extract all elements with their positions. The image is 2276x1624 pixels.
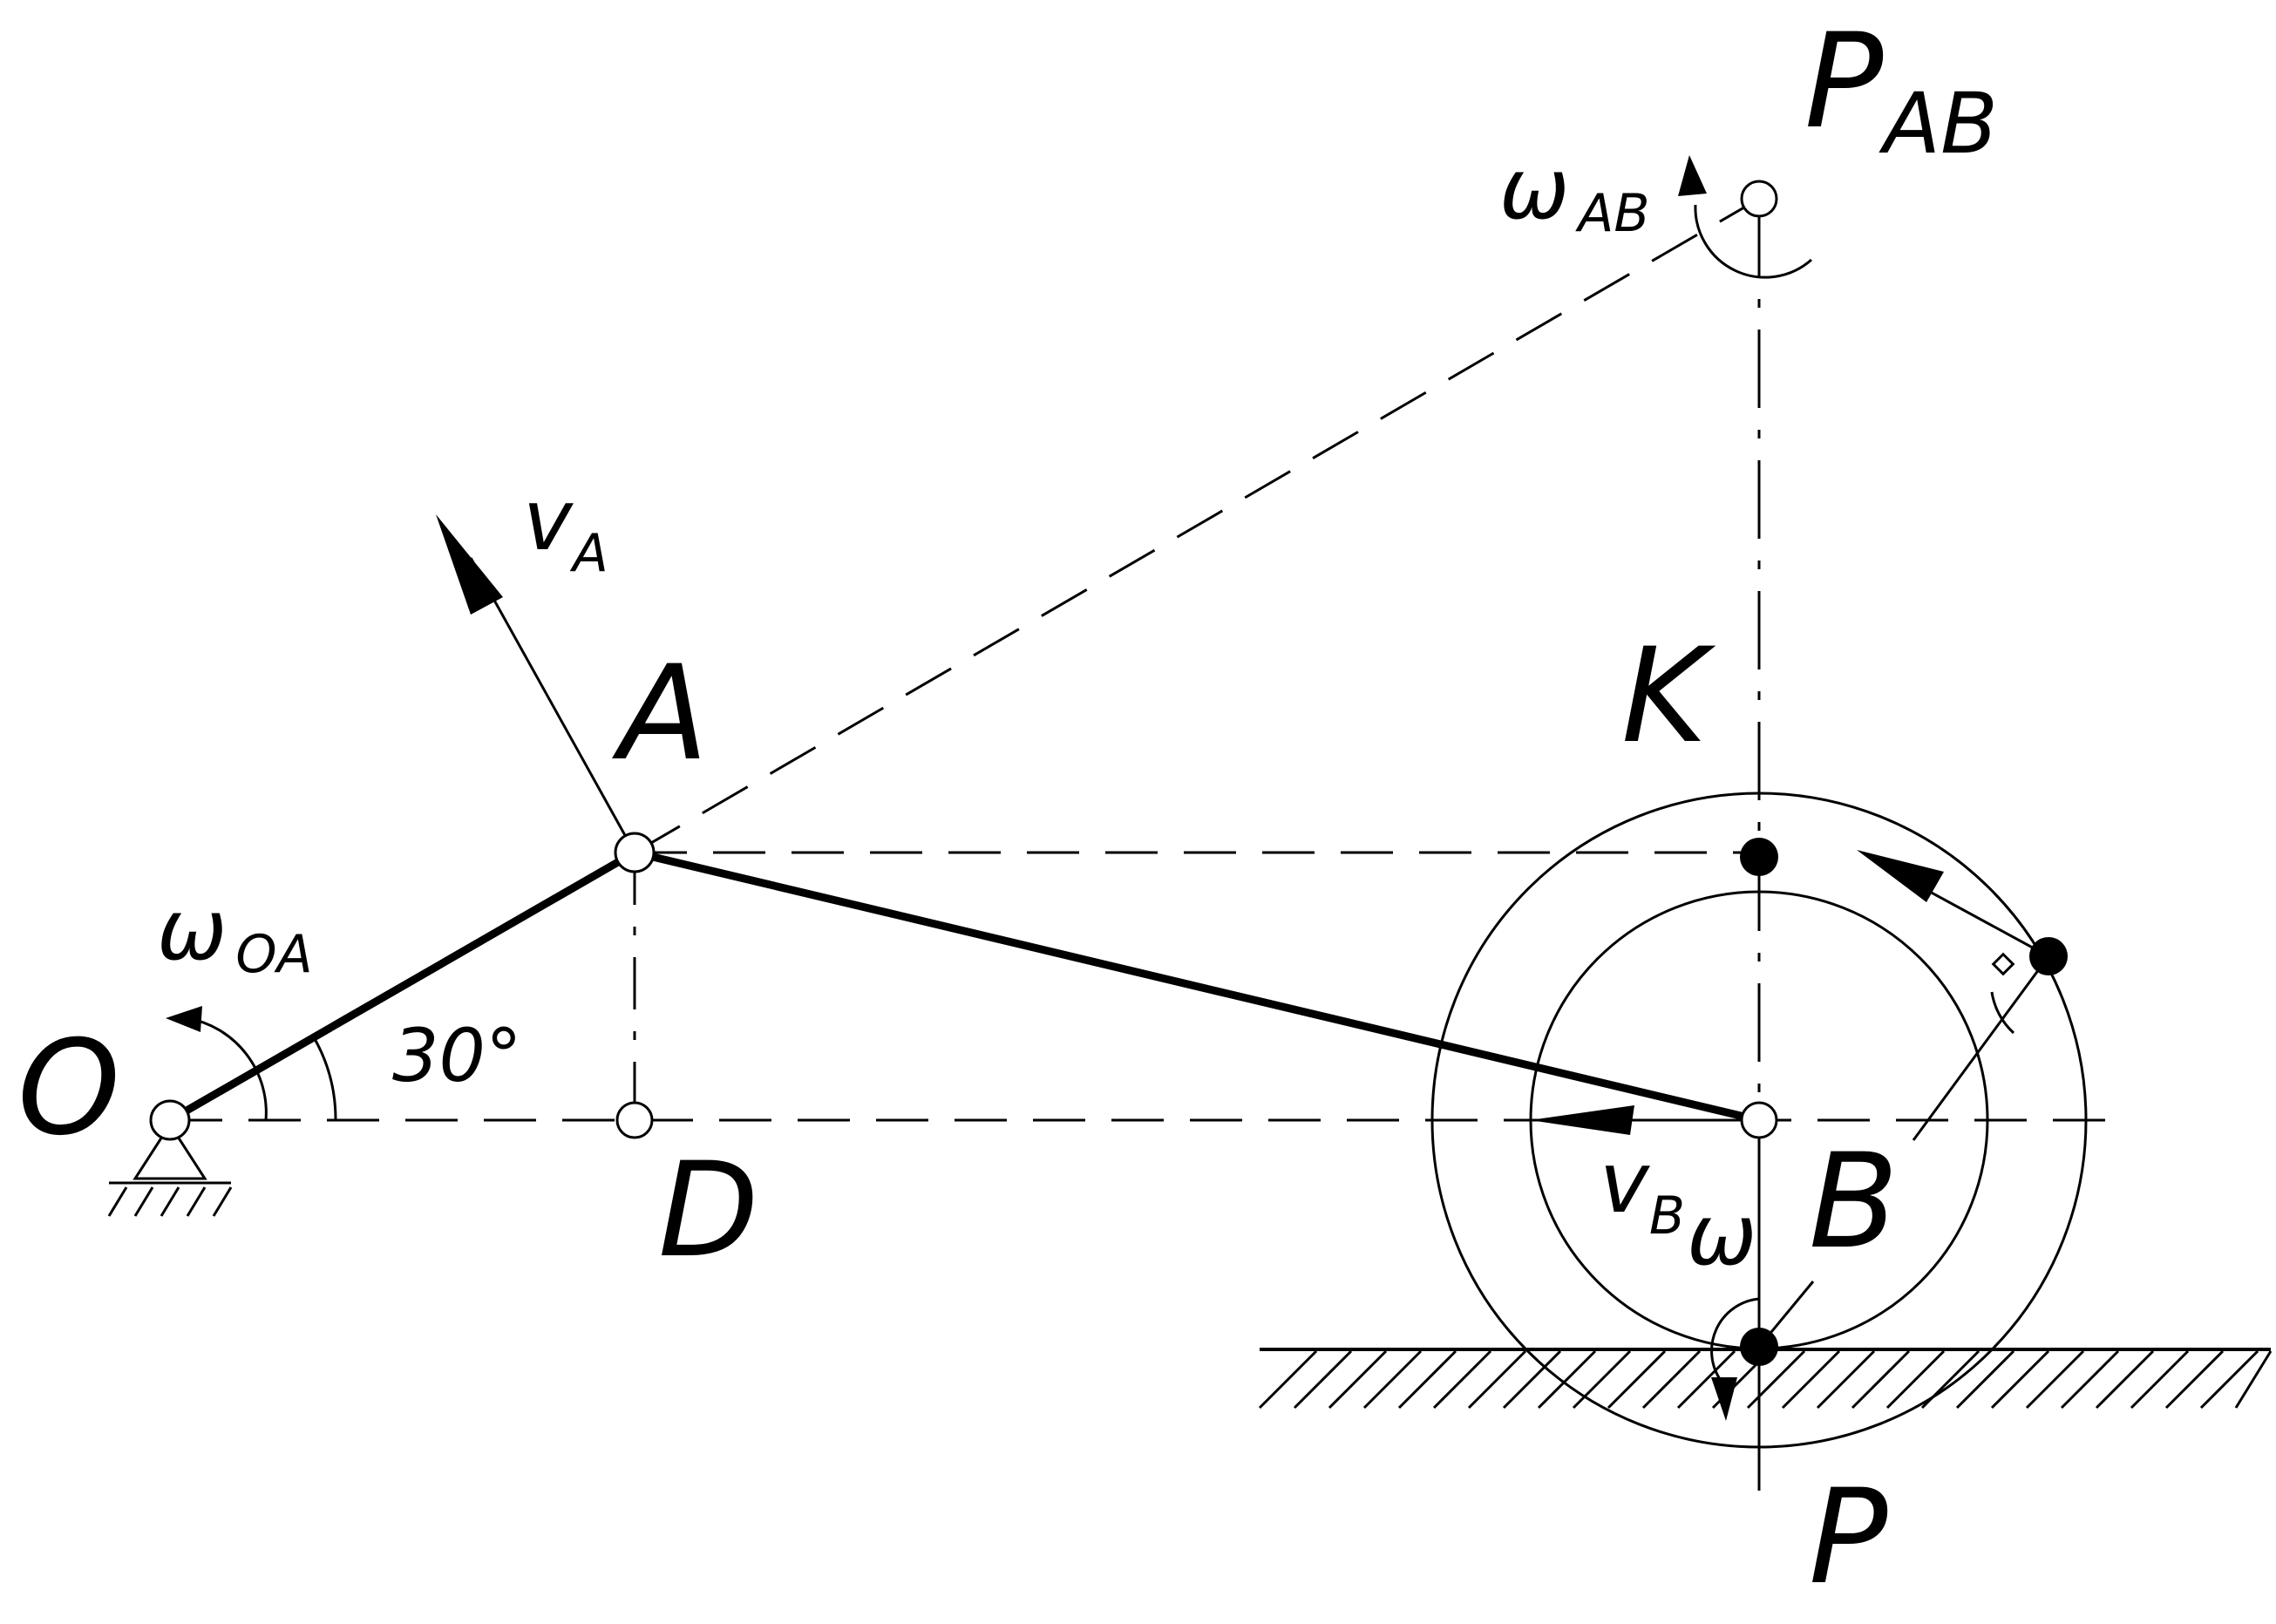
- label-vA: vA: [523, 472, 608, 584]
- velocity-vector-vB: [1530, 1105, 1759, 1135]
- ground-hatch-line: [1851, 1349, 1911, 1410]
- wheel-outer-circle: [1430, 792, 2088, 1449]
- label-vB: vB: [1600, 1134, 1685, 1247]
- ground-hatch-line: [1328, 1349, 1388, 1410]
- points: [149, 180, 2068, 1366]
- label-D: D: [658, 1135, 759, 1287]
- links: [166, 848, 1763, 1125]
- label-vA-main: v: [523, 472, 574, 569]
- omega-OA-arrow: [166, 1006, 268, 1121]
- label-P: P: [1809, 1462, 1888, 1614]
- link-OA: [166, 848, 639, 1125]
- ground-hatch-line: [1432, 1349, 1492, 1410]
- ground-hatch-line: [1990, 1349, 2050, 1410]
- label-O: O: [17, 1013, 120, 1165]
- ground-hatch-line: [1502, 1349, 1562, 1410]
- ground-hatch-line: [1781, 1349, 1841, 1410]
- velocity-vector-vA: [436, 514, 636, 853]
- point-PAB: [1740, 180, 1778, 218]
- ground-hatch-line: [1746, 1349, 1806, 1410]
- ground-surface: [1258, 1348, 2273, 1410]
- ground-hatch-line: [2130, 1349, 2190, 1410]
- ground-hatch-line: [1641, 1349, 1702, 1410]
- point-O: [149, 1099, 191, 1141]
- label-omega-OA-main: ω: [157, 881, 227, 979]
- angle-arc-30: [312, 1036, 337, 1121]
- label-B: B: [1809, 1126, 1899, 1278]
- point-K: [1740, 838, 1778, 876]
- ground-hatch-line: [2234, 1350, 2273, 1409]
- label-vB-sub: B: [1649, 1186, 1685, 1247]
- ground-hatch-line: [1885, 1349, 1946, 1410]
- ground-hatch-line: [2095, 1349, 2155, 1410]
- ground-hatch-line: [1258, 1349, 1318, 1410]
- omega-AB-arrow: [1678, 155, 1812, 279]
- point-A: [614, 832, 656, 873]
- ground-hatch-line: [2199, 1349, 2259, 1410]
- label-vB-main: v: [1600, 1134, 1650, 1232]
- construction-lines: [170, 197, 2131, 1491]
- label-PAB: PAB: [1804, 6, 1998, 173]
- label-vA-sub: A: [569, 523, 608, 584]
- fixed-support-O: [107, 1122, 233, 1217]
- rim-point-velocity: [1857, 850, 2050, 1141]
- ground-hatch-line: [1293, 1349, 1353, 1410]
- ground-hatch-line: [1816, 1349, 1876, 1410]
- ground-hatch-line: [1362, 1349, 1423, 1410]
- point-D: [615, 1101, 654, 1139]
- label-omega-AB-main: ω: [1499, 140, 1569, 238]
- label-PAB-sub: AB: [1878, 75, 1998, 173]
- ground-hatch-line: [1397, 1349, 1457, 1410]
- label-omega-OA-sub: OA: [235, 924, 312, 985]
- ground-hatch-line: [1537, 1349, 1597, 1410]
- ground-hatch-line: [1955, 1349, 2015, 1410]
- ground-hatch-line: [1676, 1349, 1736, 1410]
- ground-hatch-line: [1467, 1349, 1527, 1410]
- ground-hatch-line: [1572, 1349, 1632, 1410]
- line-A-PAB: [634, 197, 1760, 854]
- point-rim: [2029, 937, 2068, 975]
- link-AB: [630, 848, 1763, 1125]
- point-B: [1740, 1101, 1778, 1139]
- label-PAB-main: P: [1804, 6, 1884, 158]
- ground-hatch-line: [2164, 1349, 2225, 1410]
- label-A: A: [612, 638, 709, 790]
- ground-hatch-line: [2025, 1349, 2085, 1410]
- label-omega-AB-sub: AB: [1574, 183, 1649, 244]
- label-angle: 30°: [392, 1013, 522, 1098]
- label-K: K: [1621, 621, 1716, 772]
- ground-hatch-line: [1607, 1349, 1667, 1410]
- point-P: [1740, 1328, 1778, 1366]
- label-omega-wheel: ω: [1687, 1186, 1756, 1284]
- ground-hatch-line: [2060, 1349, 2120, 1410]
